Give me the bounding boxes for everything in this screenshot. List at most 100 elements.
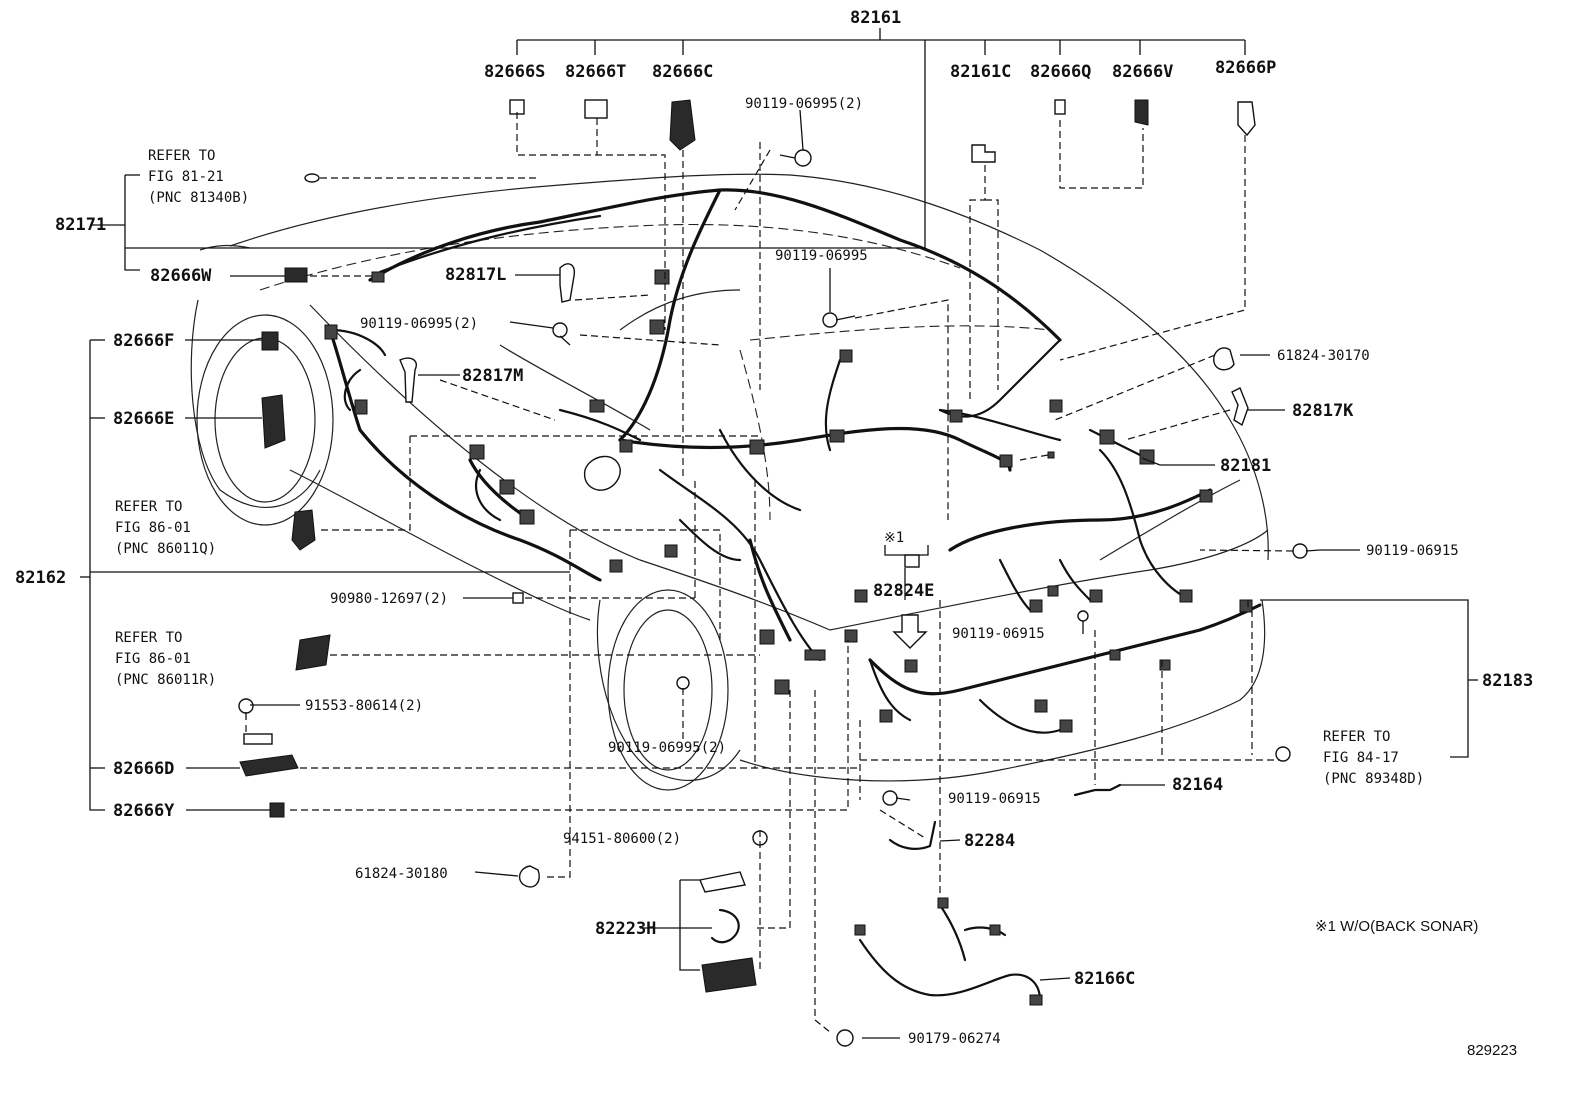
car-body-outline: [190, 173, 1269, 791]
clamp-82817M-icon: [399, 357, 417, 403]
label-82666D: 82666D: [113, 759, 174, 779]
ref-81-21-line3: (PNC 81340B): [148, 190, 249, 206]
grommet-90179-icon: [836, 1029, 854, 1047]
label-82183: 82183: [1482, 671, 1533, 691]
label-82666S: 82666S: [484, 62, 545, 82]
harness-82166C: [858, 903, 1042, 1002]
grommet-61824-30180-icon: [519, 865, 540, 888]
label-90119-06995-2-mid: 90119-06995(2): [360, 316, 478, 332]
part-glyphs: [238, 99, 1321, 1047]
forward-arrow-icon: [892, 614, 928, 649]
label-82666E: 82666E: [113, 409, 174, 429]
harness-82183: [868, 603, 1262, 734]
harness-cabin: [558, 358, 1012, 662]
label-61824-30170: 61824-30170: [1277, 348, 1370, 364]
label-82284: 82284: [964, 831, 1015, 851]
ref-81-21-line2: FIG 81-21: [148, 169, 224, 185]
part-labels: 82161 82666S 82666T 82666C 82161C 82666Q…: [15, 8, 1533, 1059]
clip-82666P-icon: [1237, 101, 1256, 137]
label-82171: 82171: [55, 215, 106, 235]
clip-90980-icon: [512, 592, 524, 604]
ref-86-01-r-line1: REFER TO: [115, 630, 182, 646]
label-82666C: 82666C: [652, 62, 713, 82]
leader-lines: [80, 28, 1478, 1039]
clip-82666S-icon: [509, 99, 525, 115]
ref-84-17-line3: (PNC 89348D): [1323, 771, 1424, 787]
footnote-back-sonar: ※1 W/O(BACK SONAR): [1315, 918, 1478, 935]
door-lock-cover: [583, 455, 621, 491]
harness-engine-82181: [948, 428, 1212, 612]
box-82223H-icon: [701, 957, 757, 993]
sensor-86011Q-icon: [291, 509, 316, 551]
label-90179-06274: 90179-06274: [908, 1031, 1001, 1047]
ref-86-01-r-line2: FIG 86-01: [115, 651, 191, 667]
label-90119-06915-right: 90119-06915: [1366, 543, 1459, 559]
label-82666F: 82666F: [113, 331, 174, 351]
label-82223H: 82223H: [595, 919, 656, 939]
ref-81-21-line1: REFER TO: [148, 148, 215, 164]
label-82666W: 82666W: [150, 266, 212, 286]
ref-86-01-q-line2: FIG 86-01: [115, 520, 191, 536]
bolt-90119-06995-2-icon: [552, 322, 568, 338]
grommet-61824-30170-icon: [1213, 347, 1235, 371]
clip-82666T-icon: [584, 99, 608, 119]
label-82666T: 82666T: [565, 62, 626, 82]
clip-82666V-icon: [1134, 99, 1149, 126]
bracket-82223H-top-icon: [699, 871, 746, 893]
clip-82666Y-icon: [269, 802, 285, 818]
label-91553-80614: 91553-80614(2): [305, 698, 423, 714]
grommet-icon: [304, 173, 320, 183]
label-82166C: 82166C: [1074, 969, 1135, 989]
ref-86-01-r-line3: (PNC 86011R): [115, 672, 216, 688]
label-90119-06915-low: 90119-06915: [948, 791, 1041, 807]
ref-86-01-q-line3: (PNC 86011Q): [115, 541, 216, 557]
clip-82666C-icon: [669, 99, 696, 151]
label-94151-80600: 94151-80600(2): [563, 831, 681, 847]
clip-82666W-icon: [284, 267, 308, 283]
ref-84-17-line2: FIG 84-17: [1323, 750, 1399, 766]
label-90119-06915-mid: 90119-06915: [952, 626, 1045, 642]
label-82162: 82162: [15, 568, 66, 588]
clip-82666F-icon: [261, 331, 279, 351]
label-82666P: 82666P: [1215, 58, 1276, 78]
figure-id: 829223: [1467, 1042, 1517, 1059]
label-82817K: 82817K: [1292, 401, 1354, 421]
label-82824E: 82824E: [873, 581, 934, 601]
label-82161C: 82161C: [950, 62, 1011, 82]
clip-82666Q-icon: [1054, 99, 1066, 115]
ref-86-01-q-line1: REFER TO: [115, 499, 182, 515]
bolt-90119-06915c-icon: [882, 790, 898, 806]
label-82666V: 82666V: [1112, 62, 1173, 82]
connectors: [324, 269, 1253, 1006]
label-82161: 82161: [850, 8, 901, 28]
bracket-upper-icon: [243, 733, 273, 745]
label-82181: 82181: [1220, 456, 1271, 476]
clip-82161C-icon: [971, 144, 996, 163]
label-90119-06995: 90119-06995: [775, 248, 868, 264]
label-82817L: 82817L: [445, 265, 506, 285]
bolt-90119-06995-2b-icon: [676, 676, 690, 690]
label-90119-06995-2-low: 90119-06995(2): [608, 740, 726, 756]
bolt-90119-06915b-icon: [1077, 610, 1089, 622]
mark-1: ※1: [884, 530, 904, 546]
label-82164: 82164: [1172, 775, 1223, 795]
cap-82824E-icon: [904, 554, 920, 568]
bracket-82666E-icon: [261, 394, 286, 449]
bolt-90119-06915-icon: [1292, 543, 1308, 559]
cover-82666D-icon: [239, 754, 299, 777]
screw-91553-icon: [238, 698, 254, 714]
ref-84-17-line1: REFER TO: [1323, 729, 1390, 745]
grommet-89348D-icon: [1275, 746, 1291, 762]
clamp-82817L-icon: [559, 263, 575, 303]
label-90119-06995-2-top: 90119-06995(2): [745, 96, 863, 112]
label-61824-30180: 61824-30180: [355, 866, 448, 882]
bolt-90119-icon: [794, 149, 812, 167]
label-82817M: 82817M: [462, 366, 523, 386]
label-82666Y: 82666Y: [113, 801, 175, 821]
clamp-82817K-icon: [1231, 387, 1249, 427]
harness-82161: [368, 188, 1062, 442]
sensor-86011R-icon: [295, 634, 331, 671]
bolt-90119-06995-icon: [822, 312, 838, 328]
label-82666Q: 82666Q: [1030, 62, 1091, 82]
